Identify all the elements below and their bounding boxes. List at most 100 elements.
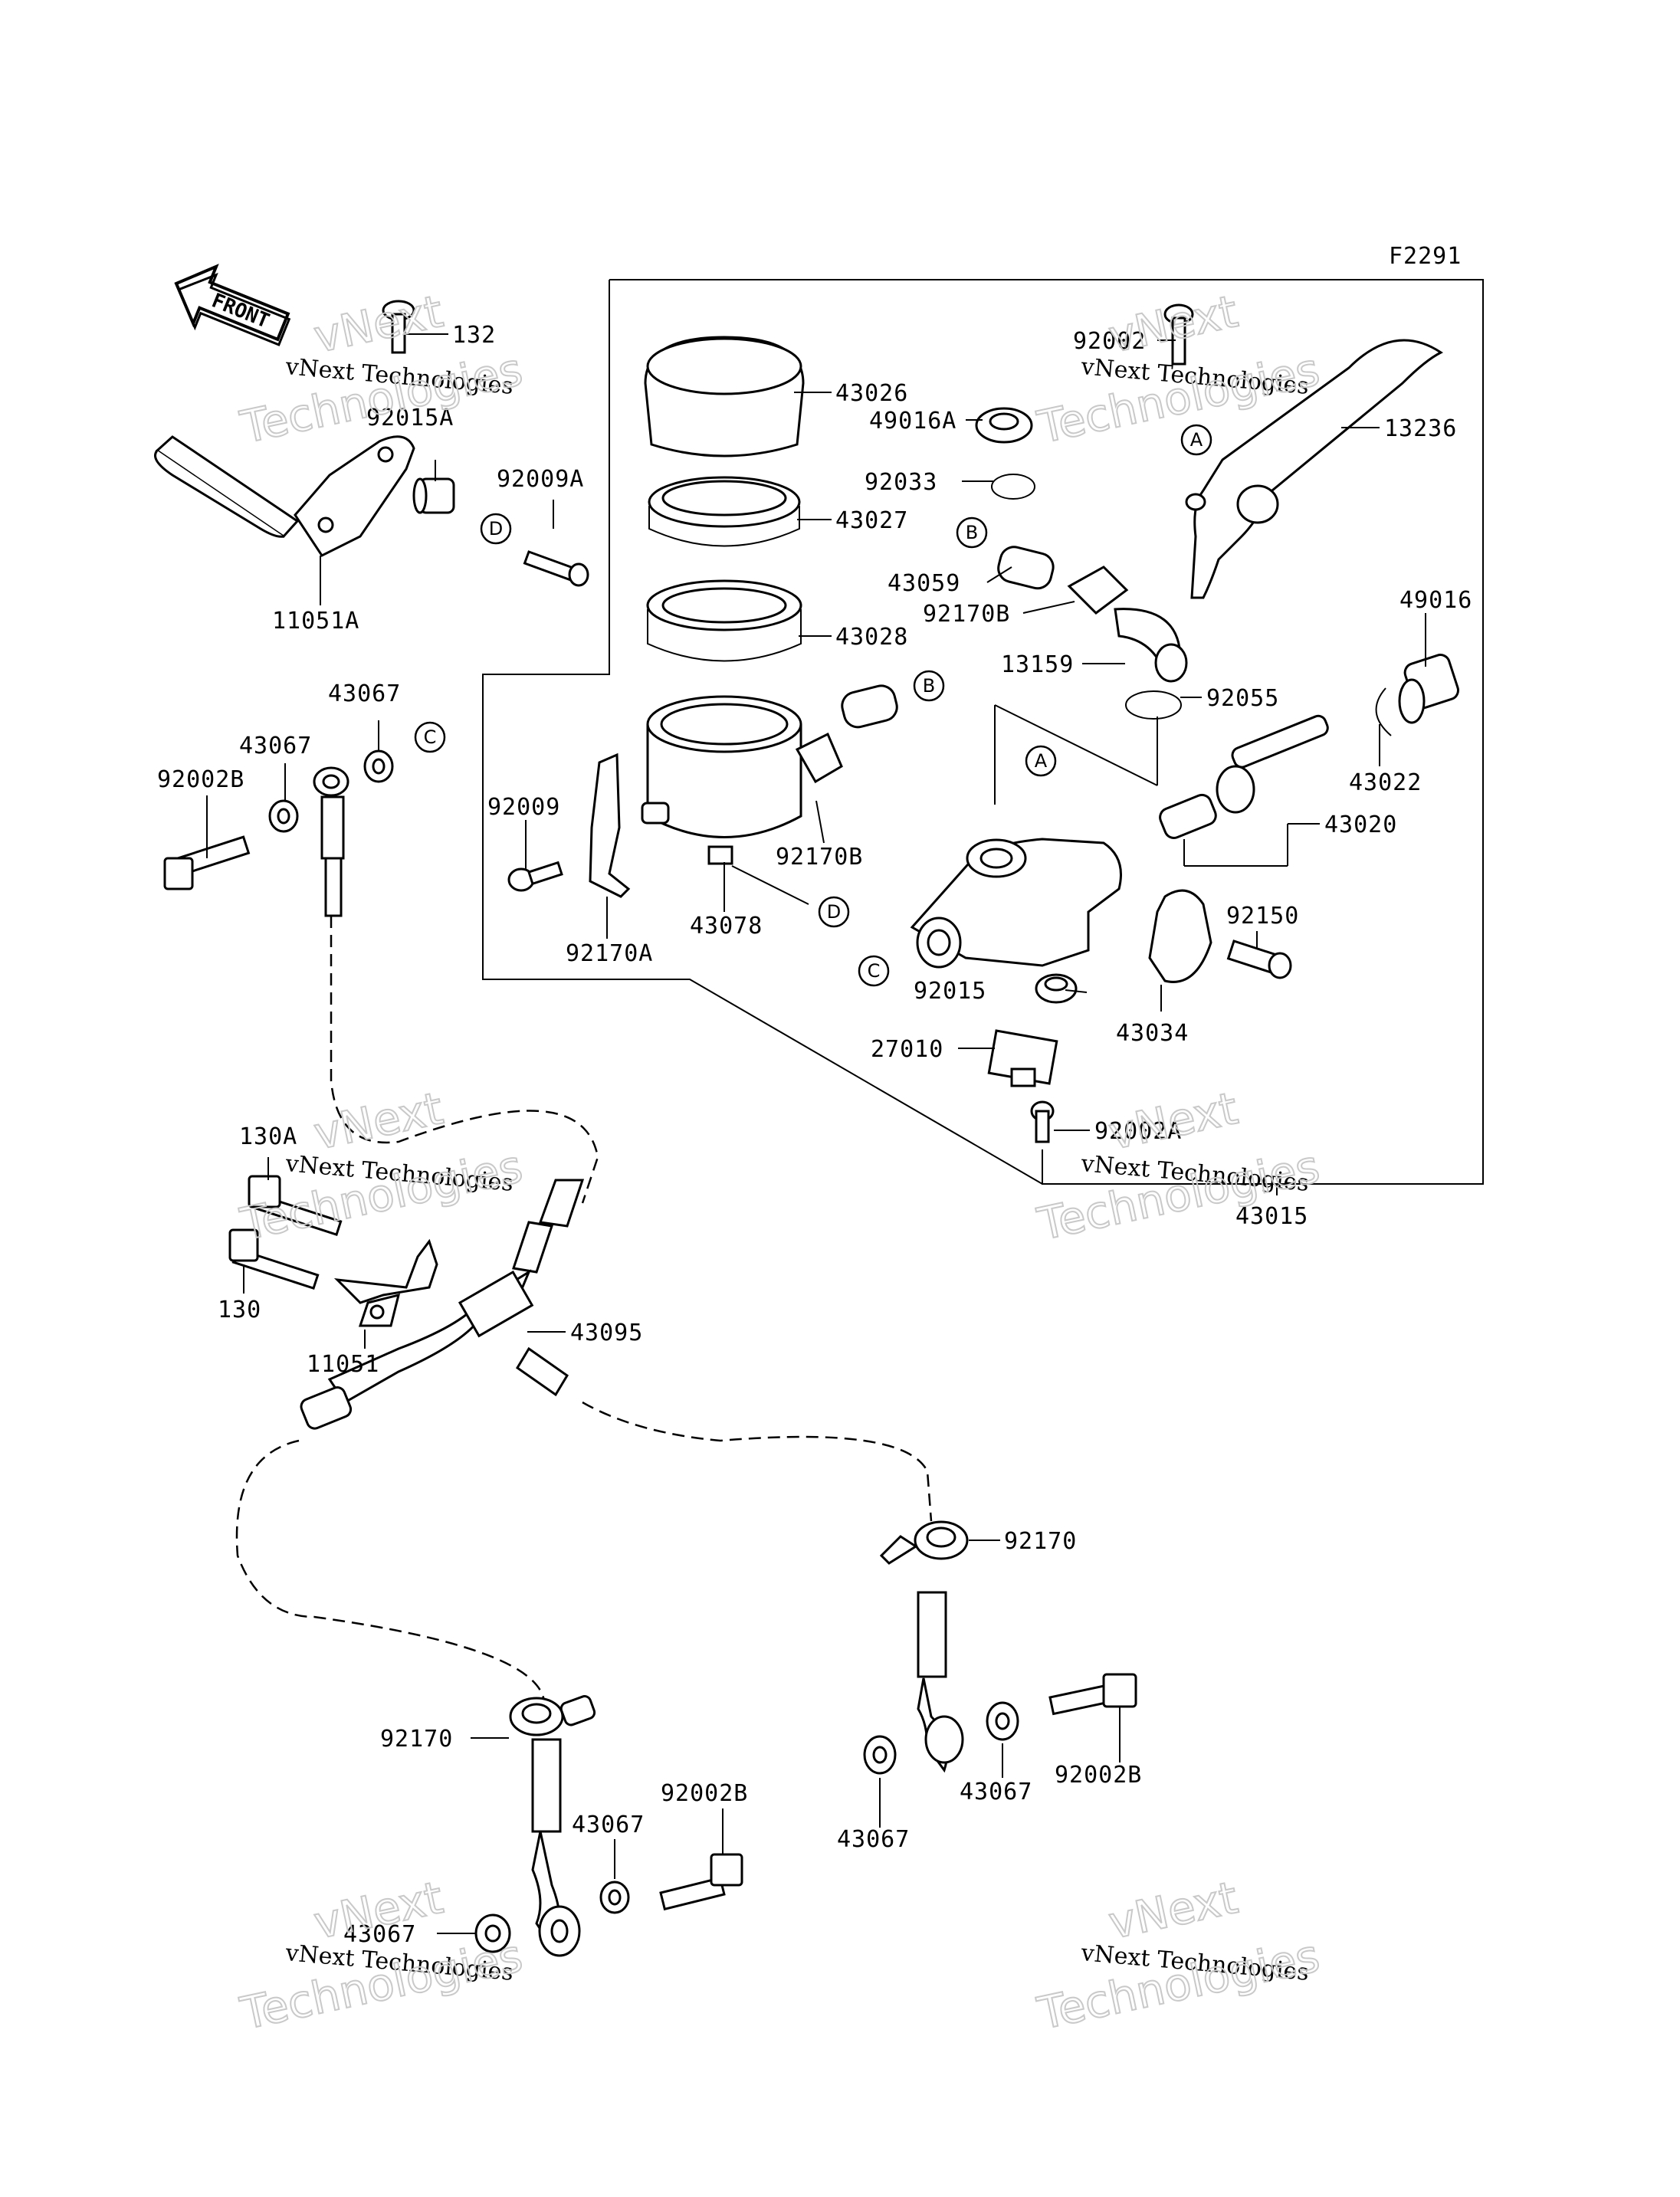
label-43078: 43078 bbox=[690, 913, 763, 939]
plate-43027 bbox=[648, 476, 801, 547]
master-cylinder-body bbox=[910, 838, 1122, 969]
label-43067-top1: 43067 bbox=[328, 680, 401, 707]
svg-text:Technologies: Technologies bbox=[1033, 1930, 1324, 2040]
washer-43067-bl1 bbox=[599, 1881, 630, 1914]
svg-text:C: C bbox=[868, 960, 881, 982]
label-43095: 43095 bbox=[570, 1320, 643, 1346]
switch-27010 bbox=[987, 1029, 1058, 1087]
watermark-6: vNext vNext Technologies Technologies bbox=[1032, 1871, 1325, 2041]
bolt-130A bbox=[248, 1175, 343, 1237]
screw-92002A bbox=[1030, 1100, 1055, 1143]
leader-lines bbox=[206, 333, 1426, 1934]
fitting-13159 bbox=[1114, 608, 1188, 683]
washer-43067-br2 bbox=[986, 1701, 1019, 1741]
callout-D-top: D bbox=[480, 513, 512, 545]
label-92150: 92150 bbox=[1226, 903, 1299, 930]
label-43015: 43015 bbox=[1235, 1203, 1308, 1230]
washer-43067-br1 bbox=[863, 1735, 897, 1775]
label-92015A: 92015A bbox=[366, 405, 454, 431]
label-43020: 43020 bbox=[1324, 812, 1397, 838]
piston-43020 bbox=[1159, 714, 1329, 839]
label-92002: 92002 bbox=[1073, 328, 1146, 355]
bolt-92002B-br bbox=[1048, 1673, 1137, 1716]
svg-text:B: B bbox=[966, 522, 978, 543]
label-49016A: 49016A bbox=[869, 408, 956, 434]
label-43067-bl1: 43067 bbox=[572, 1812, 645, 1838]
label-43034: 43034 bbox=[1116, 1020, 1189, 1047]
label-92170A: 92170A bbox=[566, 940, 653, 967]
bolt-92002B-top bbox=[163, 835, 251, 890]
hose-end-upper bbox=[313, 766, 349, 917]
figure-code: F2291 bbox=[1389, 243, 1462, 270]
label-92002A: 92002A bbox=[1094, 1118, 1182, 1145]
assembly-outline-left bbox=[482, 280, 1043, 1185]
grommet-49016A bbox=[975, 407, 1033, 444]
bracket-11051A bbox=[154, 435, 415, 557]
label-92055: 92055 bbox=[1206, 685, 1279, 712]
svg-text:vNext: vNext bbox=[1104, 1082, 1242, 1160]
banjo-92170-left bbox=[509, 1695, 596, 1957]
assembly-outline bbox=[609, 279, 1484, 1185]
clamp-92170B-lower bbox=[795, 732, 843, 784]
bracket-11051 bbox=[333, 1238, 438, 1327]
svg-text:vNext: vNext bbox=[1104, 1871, 1242, 1949]
label-92002B-br: 92002B bbox=[1055, 1762, 1142, 1789]
svg-text:D: D bbox=[489, 518, 503, 539]
svg-text:C: C bbox=[424, 726, 437, 748]
callout-A-lever: A bbox=[1180, 424, 1212, 456]
washer-43067-b bbox=[268, 799, 299, 833]
label-92170B-b: 92170B bbox=[776, 844, 863, 871]
label-43022: 43022 bbox=[1349, 769, 1422, 796]
label-92002B-top: 92002B bbox=[157, 766, 244, 793]
callout-B-lower: B bbox=[913, 670, 945, 702]
callout-B-upper: B bbox=[956, 516, 988, 549]
hose-43059 bbox=[997, 546, 1055, 590]
svg-text:Technologies: Technologies bbox=[236, 343, 527, 454]
reservoir-43078 bbox=[641, 695, 802, 865]
label-13236: 13236 bbox=[1384, 415, 1457, 442]
hose-43059-lower bbox=[841, 684, 898, 729]
bushing-49016 bbox=[1398, 654, 1459, 724]
label-11051A: 11051A bbox=[272, 608, 359, 635]
screw-92002 bbox=[1163, 303, 1194, 366]
clamp-92170B-upper bbox=[1067, 566, 1129, 615]
svg-text:vNext: vNext bbox=[310, 1082, 448, 1160]
front-arrow-icon: FRONT bbox=[174, 264, 291, 346]
label-92170-left: 92170 bbox=[380, 1726, 453, 1753]
label-92170B-a: 92170B bbox=[923, 601, 1010, 628]
label-92170-right: 92170 bbox=[1004, 1528, 1077, 1555]
label-43026: 43026 bbox=[835, 380, 908, 407]
watermark-5: vNext vNext Technologies Technologies bbox=[235, 1871, 528, 2041]
screw-132 bbox=[382, 300, 415, 354]
screw-92009 bbox=[507, 861, 563, 892]
label-92009: 92009 bbox=[487, 794, 560, 821]
cap-92015 bbox=[1035, 973, 1078, 1004]
svg-text:B: B bbox=[923, 675, 935, 697]
label-132: 132 bbox=[452, 322, 496, 349]
callout-C-top: C bbox=[414, 721, 446, 753]
lever-13236 bbox=[1185, 339, 1443, 599]
label-130A: 130A bbox=[239, 1123, 297, 1150]
diaphragm-43028 bbox=[646, 579, 802, 662]
circlip-43022 bbox=[1375, 687, 1392, 736]
bolt-130 bbox=[228, 1228, 320, 1290]
label-43067-br1: 43067 bbox=[837, 1826, 910, 1853]
label-92002B-bl: 92002B bbox=[661, 1780, 748, 1807]
label-43028: 43028 bbox=[835, 624, 908, 651]
callout-C-body: C bbox=[858, 955, 890, 987]
reservoir-cap-43026 bbox=[644, 336, 805, 457]
washer-43067-bl2 bbox=[474, 1913, 511, 1953]
watermark-3: vNext vNext Technologies Technologies bbox=[235, 1081, 528, 1251]
washer-43067-a bbox=[363, 749, 394, 783]
clip-92170A bbox=[589, 753, 631, 898]
bolt-92002B-bl bbox=[659, 1853, 743, 1911]
label-92015: 92015 bbox=[914, 978, 986, 1005]
banjo-92170-right bbox=[879, 1520, 969, 1773]
svg-text:D: D bbox=[827, 901, 841, 923]
label-49016: 49016 bbox=[1399, 587, 1472, 614]
oring-92055 bbox=[1125, 690, 1182, 720]
bolt-92009A bbox=[523, 550, 589, 587]
svg-text:Technologies: Technologies bbox=[1033, 1140, 1324, 1251]
brake-hose-43095 bbox=[235, 916, 933, 1733]
